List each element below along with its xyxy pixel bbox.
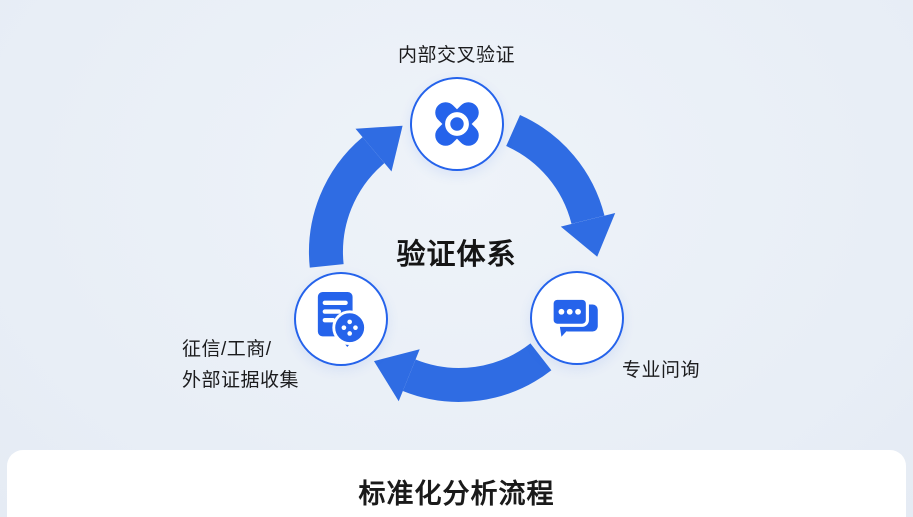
chat-bubbles-icon [550, 296, 598, 337]
cross-validation-icon [435, 102, 479, 146]
arrow-bottom-segment [402, 343, 552, 402]
node-label-bottom-right: 专业问询 [622, 360, 701, 381]
node-label-top: 内部交叉验证 [397, 45, 515, 66]
arrow-left-segment [309, 137, 385, 268]
node-label-bottom-left-line1: 征信/工商/ [182, 339, 272, 360]
node-label-bottom-left: 征信/工商/ 外部证据收集 [182, 334, 299, 396]
footer-title: 标准化分析流程 [358, 479, 555, 509]
node-label-bottom-left-line2: 外部证据收集 [182, 370, 300, 391]
node-internal-cross-validation [410, 77, 504, 171]
arrow-right-head [560, 213, 616, 257]
arrow-left-head [355, 125, 403, 172]
arrow-right-segment [505, 114, 605, 225]
footer-card: 标准化分析流程 [7, 450, 906, 517]
center-title: 验证体系 [396, 239, 517, 271]
node-external-evidence [294, 272, 388, 366]
document-chat-icon [317, 292, 368, 347]
node-professional-inquiry [530, 271, 624, 365]
arrow-bottom-head [374, 349, 420, 402]
